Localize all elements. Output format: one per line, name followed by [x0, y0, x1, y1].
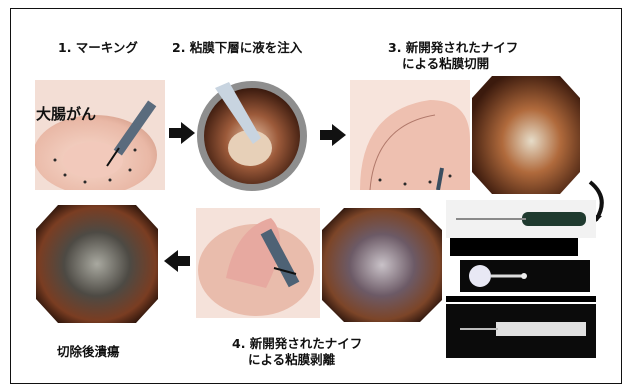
injection-photo: [195, 78, 310, 193]
ulcer-endoscope-image: [36, 205, 158, 323]
injection-illustration: [195, 78, 310, 193]
dissection-illustration: [196, 208, 320, 318]
knife-illustration: [446, 200, 596, 360]
dissection-photo: [322, 208, 442, 322]
step3-label-line2: による粘膜切開: [402, 56, 489, 71]
right-arrow-icon: [320, 124, 346, 146]
left-arrow-icon: [164, 250, 190, 272]
cancer-annotation: 大腸がん: [36, 107, 96, 122]
marking-photo: [35, 80, 165, 190]
step2-label: 2. 粘膜下層に液を注入: [172, 40, 302, 55]
right-arrow-icon: [169, 122, 195, 144]
step4-label-line2: による粘膜剥離: [248, 352, 335, 367]
step1-label: 1. マーキング: [58, 40, 138, 55]
step3-label-line1: 3. 新開発されたナイフ: [388, 40, 518, 55]
knife-photos: [446, 200, 596, 360]
incision-photo: [472, 76, 580, 194]
after-resection-label: 切除後潰瘍: [57, 344, 120, 359]
incision-drawing: [350, 80, 470, 190]
dissection-endoscope-image: [322, 208, 442, 322]
ulcer-photo: [36, 205, 158, 323]
dissection-drawing: [196, 208, 320, 318]
marking-illustration: [35, 80, 165, 190]
step4-label-line1: 4. 新開発されたナイフ: [232, 336, 362, 351]
incision-illustration: [350, 80, 470, 190]
incision-endoscope-image: [472, 76, 580, 194]
